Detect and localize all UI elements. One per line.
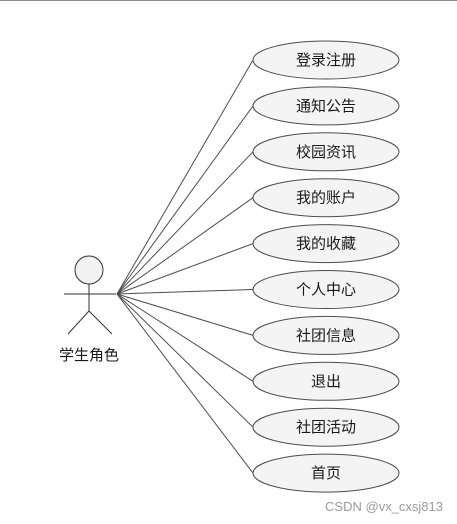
use-case-label: 登录注册 xyxy=(296,51,356,69)
use-case-ellipse xyxy=(252,224,400,264)
association-line xyxy=(116,151,254,295)
use-case-item: 社团信息 xyxy=(252,315,400,355)
use-case-item: 社团活动 xyxy=(252,407,400,447)
use-case-label: 通知公告 xyxy=(296,97,356,115)
top-border-line xyxy=(0,0,457,1)
actor-head xyxy=(74,255,104,285)
use-case-ellipse xyxy=(252,315,400,355)
association-line xyxy=(116,59,254,295)
use-case-ellipse xyxy=(252,270,400,309)
use-case-item: 通知公告 xyxy=(252,86,400,126)
use-case-label: 校园资讯 xyxy=(296,143,356,161)
association-line xyxy=(116,197,254,295)
association-line xyxy=(116,105,254,295)
use-case-ellipse xyxy=(252,361,400,401)
association-line xyxy=(116,293,254,336)
use-case-item: 我的账户 xyxy=(252,178,400,218)
actor-left-leg xyxy=(67,310,90,335)
use-case-ellipse xyxy=(252,132,400,172)
actor-student: 学生角色 xyxy=(59,255,119,364)
use-case-label: 我的收藏 xyxy=(296,235,356,253)
use-case-ellipse xyxy=(252,453,400,493)
association-line xyxy=(116,293,254,428)
use-case-label: 社团信息 xyxy=(296,326,356,344)
watermark: CSDN @vx_cxsj813 xyxy=(325,499,443,514)
association-lines xyxy=(116,59,254,474)
association-line xyxy=(116,243,254,295)
use-case-label: 社团活动 xyxy=(296,418,356,436)
use-case-label: 个人中心 xyxy=(296,281,356,299)
actor-label: 学生角色 xyxy=(59,346,119,364)
association-line xyxy=(116,289,254,295)
use-case-label: 首页 xyxy=(311,464,341,482)
use-case-ellipse xyxy=(252,407,400,447)
use-case-item: 我的收藏 xyxy=(252,224,400,264)
use-case-item: 登录注册 xyxy=(252,40,400,80)
use-case-ellipse xyxy=(252,178,400,218)
association-line xyxy=(116,293,254,474)
use-case-item: 个人中心 xyxy=(252,270,400,309)
use-case-item: 退出 xyxy=(252,361,400,401)
use-case-label: 我的账户 xyxy=(296,189,356,207)
use-case-ellipse xyxy=(252,40,400,80)
use-case-item: 校园资讯 xyxy=(252,132,400,172)
actor-right-leg xyxy=(88,310,113,335)
association-line xyxy=(116,293,254,382)
use-case-item: 首页 xyxy=(252,453,400,493)
use-case-label: 退出 xyxy=(311,372,341,390)
use-case-ellipse xyxy=(252,86,400,126)
